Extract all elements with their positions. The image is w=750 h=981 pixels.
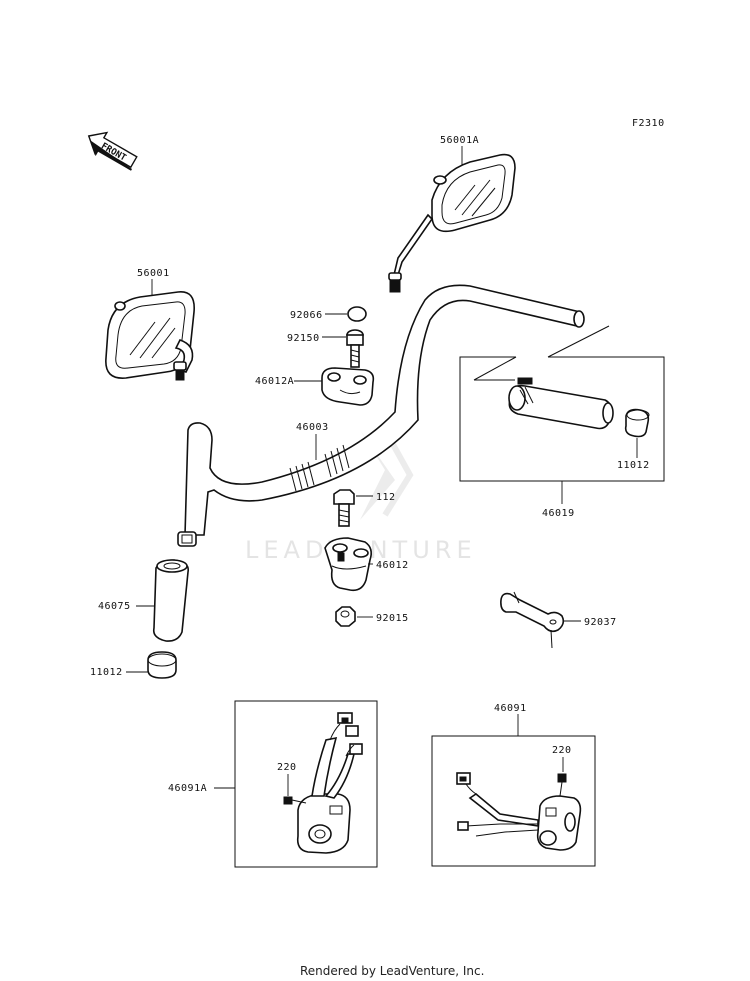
label-220-left: 220 (277, 762, 297, 773)
box-46019 (459, 325, 665, 482)
label-46075: 46075 (98, 601, 131, 612)
bolt-112 (333, 489, 355, 527)
end-cap-right-11012 (624, 408, 650, 438)
footer-credit: Rendered by LeadVenture, Inc. (300, 964, 484, 978)
end-cap-left-11012 (147, 651, 177, 679)
box-46091A (234, 700, 378, 868)
label-46019: 46019 (542, 508, 575, 519)
holder-lower-46012 (324, 537, 372, 592)
label-46012A: 46012A (255, 376, 294, 387)
label-56001: 56001 (137, 268, 170, 279)
screw-220-left (283, 796, 307, 805)
label-56001A: 56001A (440, 135, 479, 146)
switch-right-46091 (456, 772, 582, 851)
label-11012-right: 11012 (617, 460, 650, 471)
label-46003: 46003 (296, 422, 329, 433)
front-arrow-icon: FRONT (87, 131, 138, 171)
label-46012: 46012 (376, 560, 409, 571)
label-112: 112 (376, 492, 396, 503)
holder-upper-46012A (321, 367, 375, 406)
throttle-grip (508, 377, 614, 430)
mirror-56001A (388, 153, 516, 293)
box-46091 (431, 735, 596, 867)
label-46091: 46091 (494, 703, 527, 714)
handlebar-46003 (177, 284, 585, 547)
label-92015: 92015 (376, 613, 409, 624)
label-92150: 92150 (287, 333, 320, 344)
mirror-56001 (105, 291, 195, 381)
grip-left-46075 (152, 559, 190, 642)
bolt-92150 (346, 329, 364, 368)
switch-left-46091A (296, 712, 363, 854)
wrench-92037 (500, 591, 565, 649)
screw-220-right (557, 773, 567, 797)
cap-92066 (347, 306, 367, 322)
label-92066: 92066 (290, 310, 323, 321)
label-11012-left: 11012 (90, 667, 123, 678)
figure-code: F2310 (632, 118, 665, 129)
label-220-right: 220 (552, 745, 572, 756)
label-92037: 92037 (584, 617, 617, 628)
label-46091A: 46091A (168, 783, 207, 794)
